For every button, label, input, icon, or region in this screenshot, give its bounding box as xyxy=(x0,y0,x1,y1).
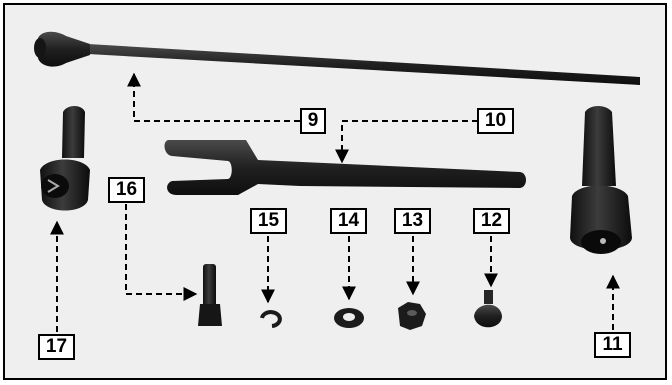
callout-12: 12 xyxy=(473,208,510,234)
part-15-lock-washer xyxy=(260,310,282,328)
callout-9: 9 xyxy=(300,108,326,134)
leader-10 xyxy=(335,120,478,164)
callout-13: 13 xyxy=(394,208,431,234)
leader-16 xyxy=(125,204,198,301)
part-16-bolt xyxy=(198,264,222,326)
part-12-knob xyxy=(474,290,502,328)
part-17-drift xyxy=(40,106,90,211)
callout-15: 15 xyxy=(250,208,287,234)
part-9-rod xyxy=(34,31,640,85)
callout-10: 10 xyxy=(477,108,514,134)
leader-lines xyxy=(50,72,620,332)
callout-17: 17 xyxy=(38,334,75,360)
part-14-washer xyxy=(334,308,364,328)
part-11-drift xyxy=(570,106,632,254)
part-10-wrench xyxy=(164,140,526,195)
callout-11: 11 xyxy=(594,332,631,358)
callout-16: 16 xyxy=(108,177,145,203)
leader-9 xyxy=(127,72,300,122)
part-13-nut xyxy=(398,302,426,330)
callout-14: 14 xyxy=(330,208,367,234)
